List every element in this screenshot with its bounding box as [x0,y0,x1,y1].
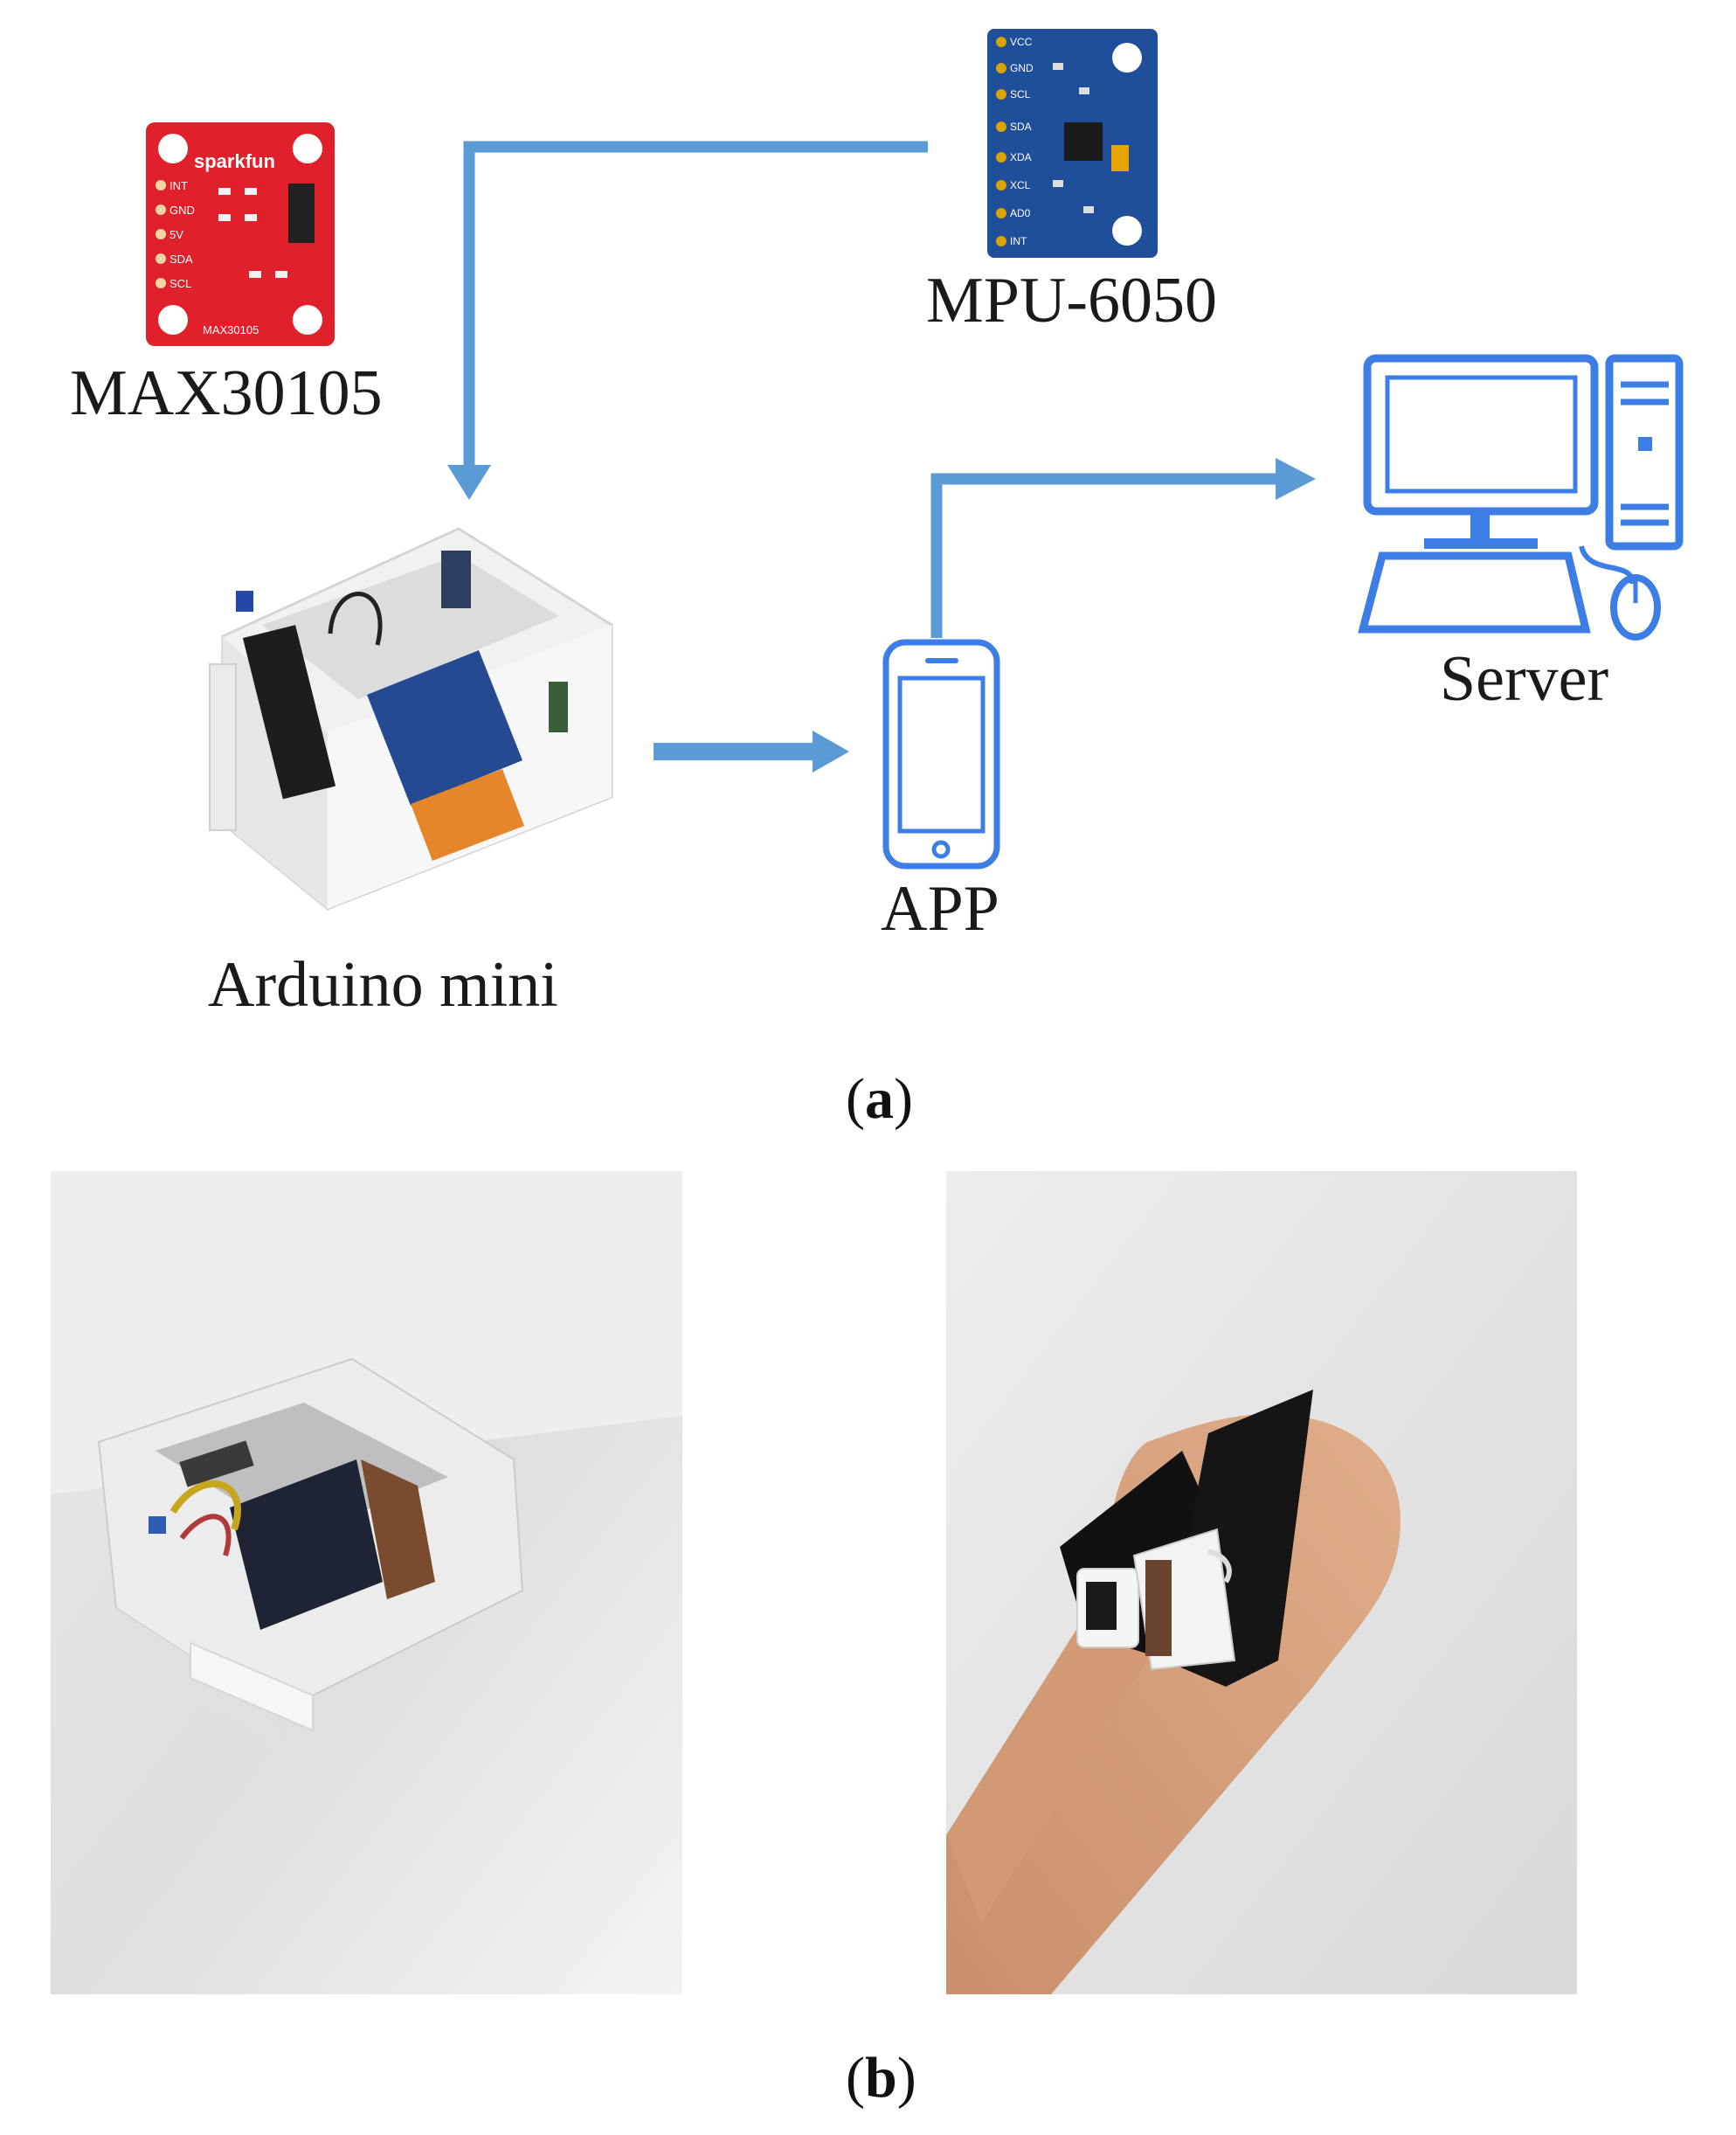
phone-icon [882,639,1000,870]
mpu6050-label: MPU-6050 [926,265,1218,336]
max30105-board: sparkfun INT GND 5V SDA SCL MAX30105 [146,122,335,346]
system-diagram: sparkfun INT GND 5V SDA SCL MAX30105 VCC… [146,29,1684,911]
arrow-app-to-server [930,458,1316,638]
arduino-label: Arduino mini [208,949,558,1021]
pin-label: SCL [169,277,191,290]
app-label: APP [881,873,999,945]
device-photo [51,1171,682,1994]
pin-label: XCL [1010,179,1031,191]
pin-label: INT [1010,235,1027,247]
pin-label: VCC [1010,36,1033,48]
sparkfun-brand: sparkfun [194,150,275,172]
panel-a-label: (a) [846,1067,913,1131]
arrow-arduino-to-app [654,731,849,773]
pin-label: SCL [1010,88,1031,101]
pin-label: SDA [1010,121,1032,133]
desktop-computer-icon [1358,354,1684,641]
pin-label: XDA [1010,151,1032,163]
arrow-mpu-to-arduino [447,141,928,500]
pin-label: GND [169,204,195,217]
wrist-photo [946,1171,1577,1994]
pin-label: 5V [169,228,183,241]
pin-label: AD0 [1010,207,1031,219]
pin-label: SDA [169,253,193,266]
panel-b-label: (b) [846,2046,916,2110]
server-label: Server [1440,643,1609,715]
pin-label: INT [169,179,188,192]
mpu6050-board: VCC GND SCL SDA XDA XCL AD0 INT [987,29,1158,258]
arduino-device-render [209,527,613,911]
sparkfun-part: MAX30105 [203,323,259,336]
pin-label: GND [1010,62,1034,74]
max30105-label: MAX30105 [70,357,383,429]
